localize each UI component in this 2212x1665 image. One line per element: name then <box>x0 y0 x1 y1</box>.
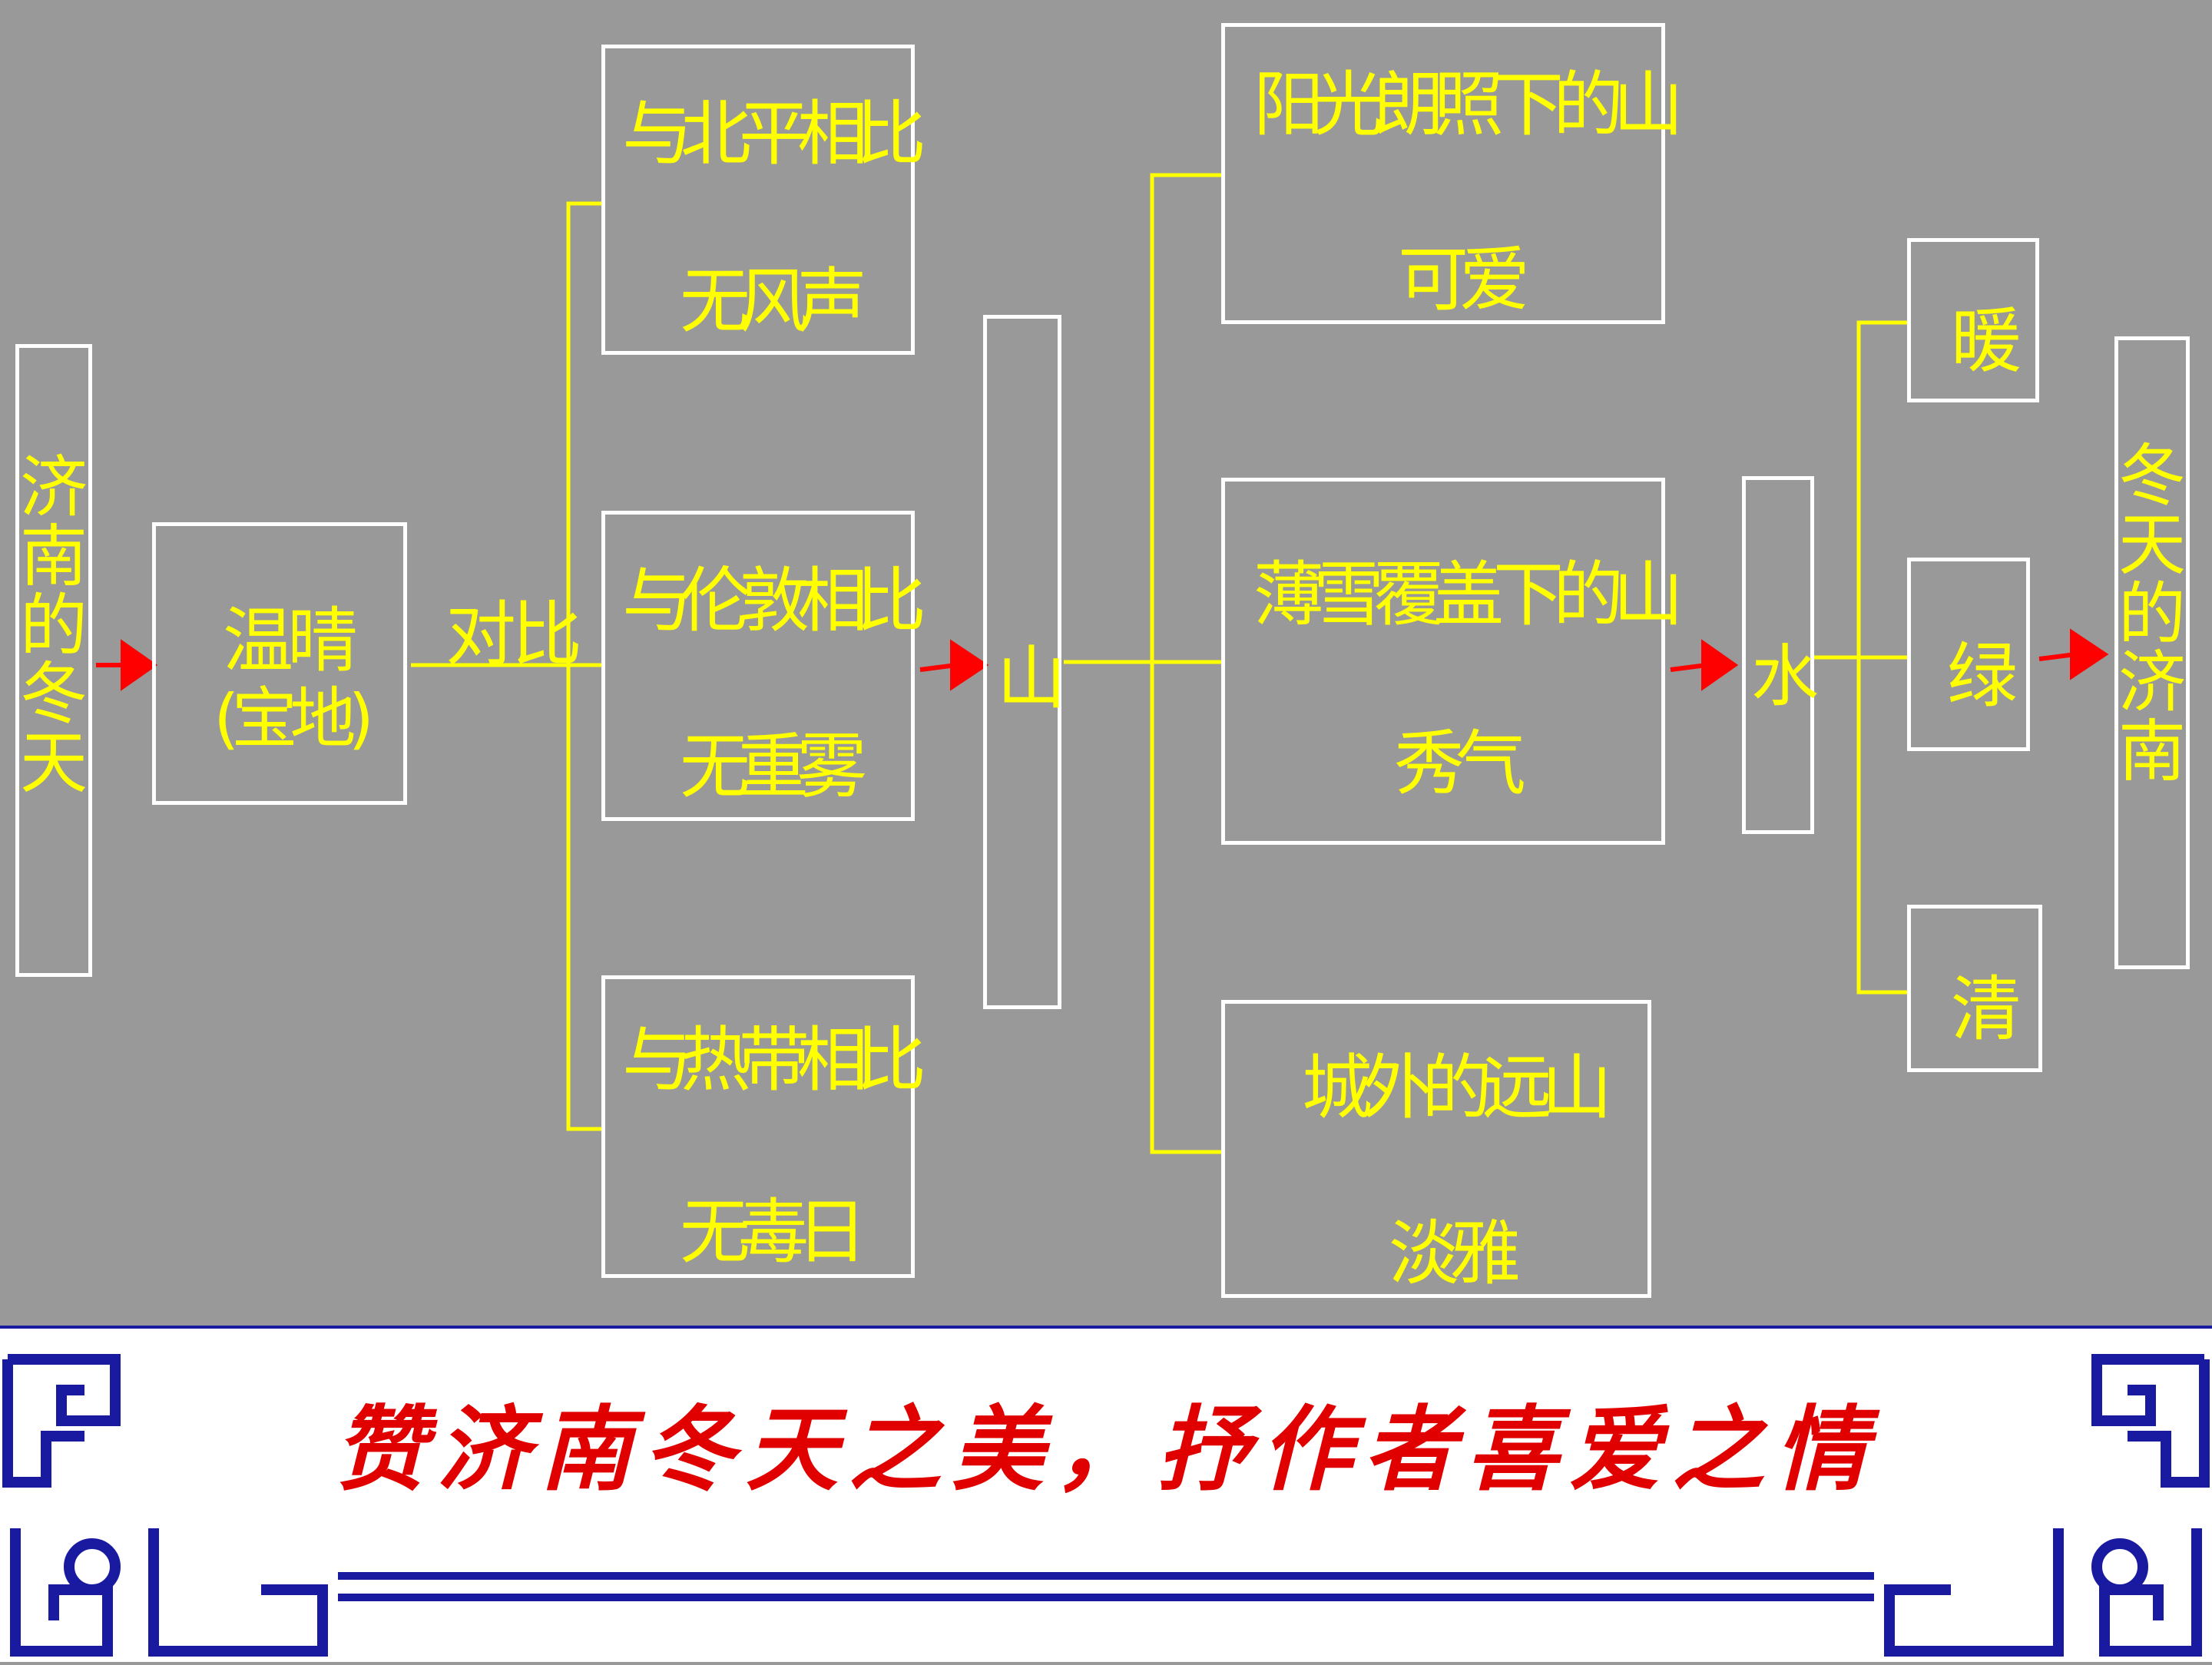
left-title-box <box>15 344 92 977</box>
mountain-view-2-line1: 薄雪覆盖下的山 <box>1253 554 1684 636</box>
connector-lines <box>96 173 2109 1154</box>
ornament-right-bottom <box>2099 1528 2202 1657</box>
ornament-left-circle <box>64 1538 121 1595</box>
ornament-right-top <box>2091 1354 2204 1426</box>
water-trait-2: 绿 <box>1947 635 2018 717</box>
comparison-1-line2: 无风声 <box>680 260 867 343</box>
comparison-2-line2: 无重雾 <box>680 726 867 808</box>
ornament-left-mid <box>2 1359 84 1488</box>
water-trait-3: 清 <box>1951 968 2022 1051</box>
contrast-label: 对比 <box>445 594 582 676</box>
mountain-view-2-line2: 秀气 <box>1394 723 1526 805</box>
comparison-3-line2: 无毒日 <box>680 1191 867 1273</box>
comparison-1-line1: 与北平相比 <box>622 93 926 175</box>
comparison-box-1 <box>601 45 915 355</box>
arrow-head-1 <box>121 639 158 691</box>
left-title: 济南的冬天 <box>15 453 92 798</box>
banner-border-pattern <box>2 1354 2210 1657</box>
arrow-head-4 <box>2070 628 2109 680</box>
ornament-right-circle <box>2091 1538 2148 1595</box>
mountain-view-1-line2: 可爱 <box>1398 239 1530 321</box>
water-box <box>1742 476 1814 834</box>
mountain-view-1-line1: 阳光朗照下的山 <box>1253 64 1684 146</box>
comparison-3-line1: 与热带相比 <box>622 1019 926 1101</box>
arrow-head-3 <box>1701 639 1739 691</box>
water-trait-box-2 <box>1907 558 2030 751</box>
ornament-left-foot <box>148 1528 328 1657</box>
water-trait-box-1 <box>1907 238 2039 402</box>
arrow-shaft-4 <box>2038 652 2076 661</box>
ornament-left-top <box>8 1354 121 1426</box>
comparison-2-line1: 与伦敦相比 <box>622 560 926 642</box>
mountain-label: 山 <box>997 638 1066 719</box>
bottom-banner <box>0 1326 2212 1662</box>
mountain-view-3-line1: 城外的远山 <box>1302 1047 1612 1129</box>
mountain-view-box-2 <box>1221 478 1665 845</box>
ornament-right-mid <box>2128 1359 2210 1488</box>
right-title-text: 冬天的济南 <box>2118 436 2187 791</box>
right-title: 冬天的济南 <box>2114 442 2190 786</box>
banner-text: 赞济南冬天之美，抒作者喜爱之情 <box>334 1395 1878 1504</box>
feature-box <box>152 522 407 805</box>
mountain-view-box-3 <box>1221 1000 1651 1298</box>
ornament-left-bottom <box>10 1528 113 1657</box>
feature-line1: 温晴 <box>223 600 358 682</box>
water-trait-1: 暖 <box>1951 300 2022 382</box>
water-trait-box-3 <box>1907 905 2042 1072</box>
arrow-shaft-3 <box>1670 663 1707 672</box>
comparison-box-3 <box>601 975 915 1278</box>
comparison-box-2 <box>601 511 915 821</box>
right-title-box <box>2114 336 2190 969</box>
left-title-text: 济南的冬天 <box>20 448 88 803</box>
arrow-head-2 <box>950 639 989 691</box>
mountain-view-3-line2: 淡雅 <box>1389 1213 1521 1295</box>
feature-line2: (宝地) <box>214 680 374 757</box>
mountain-view-box-1 <box>1221 23 1665 324</box>
water-label: 水 <box>1751 637 1820 716</box>
mountain-box <box>983 315 1061 1009</box>
ornament-right-foot <box>1884 1528 2064 1657</box>
